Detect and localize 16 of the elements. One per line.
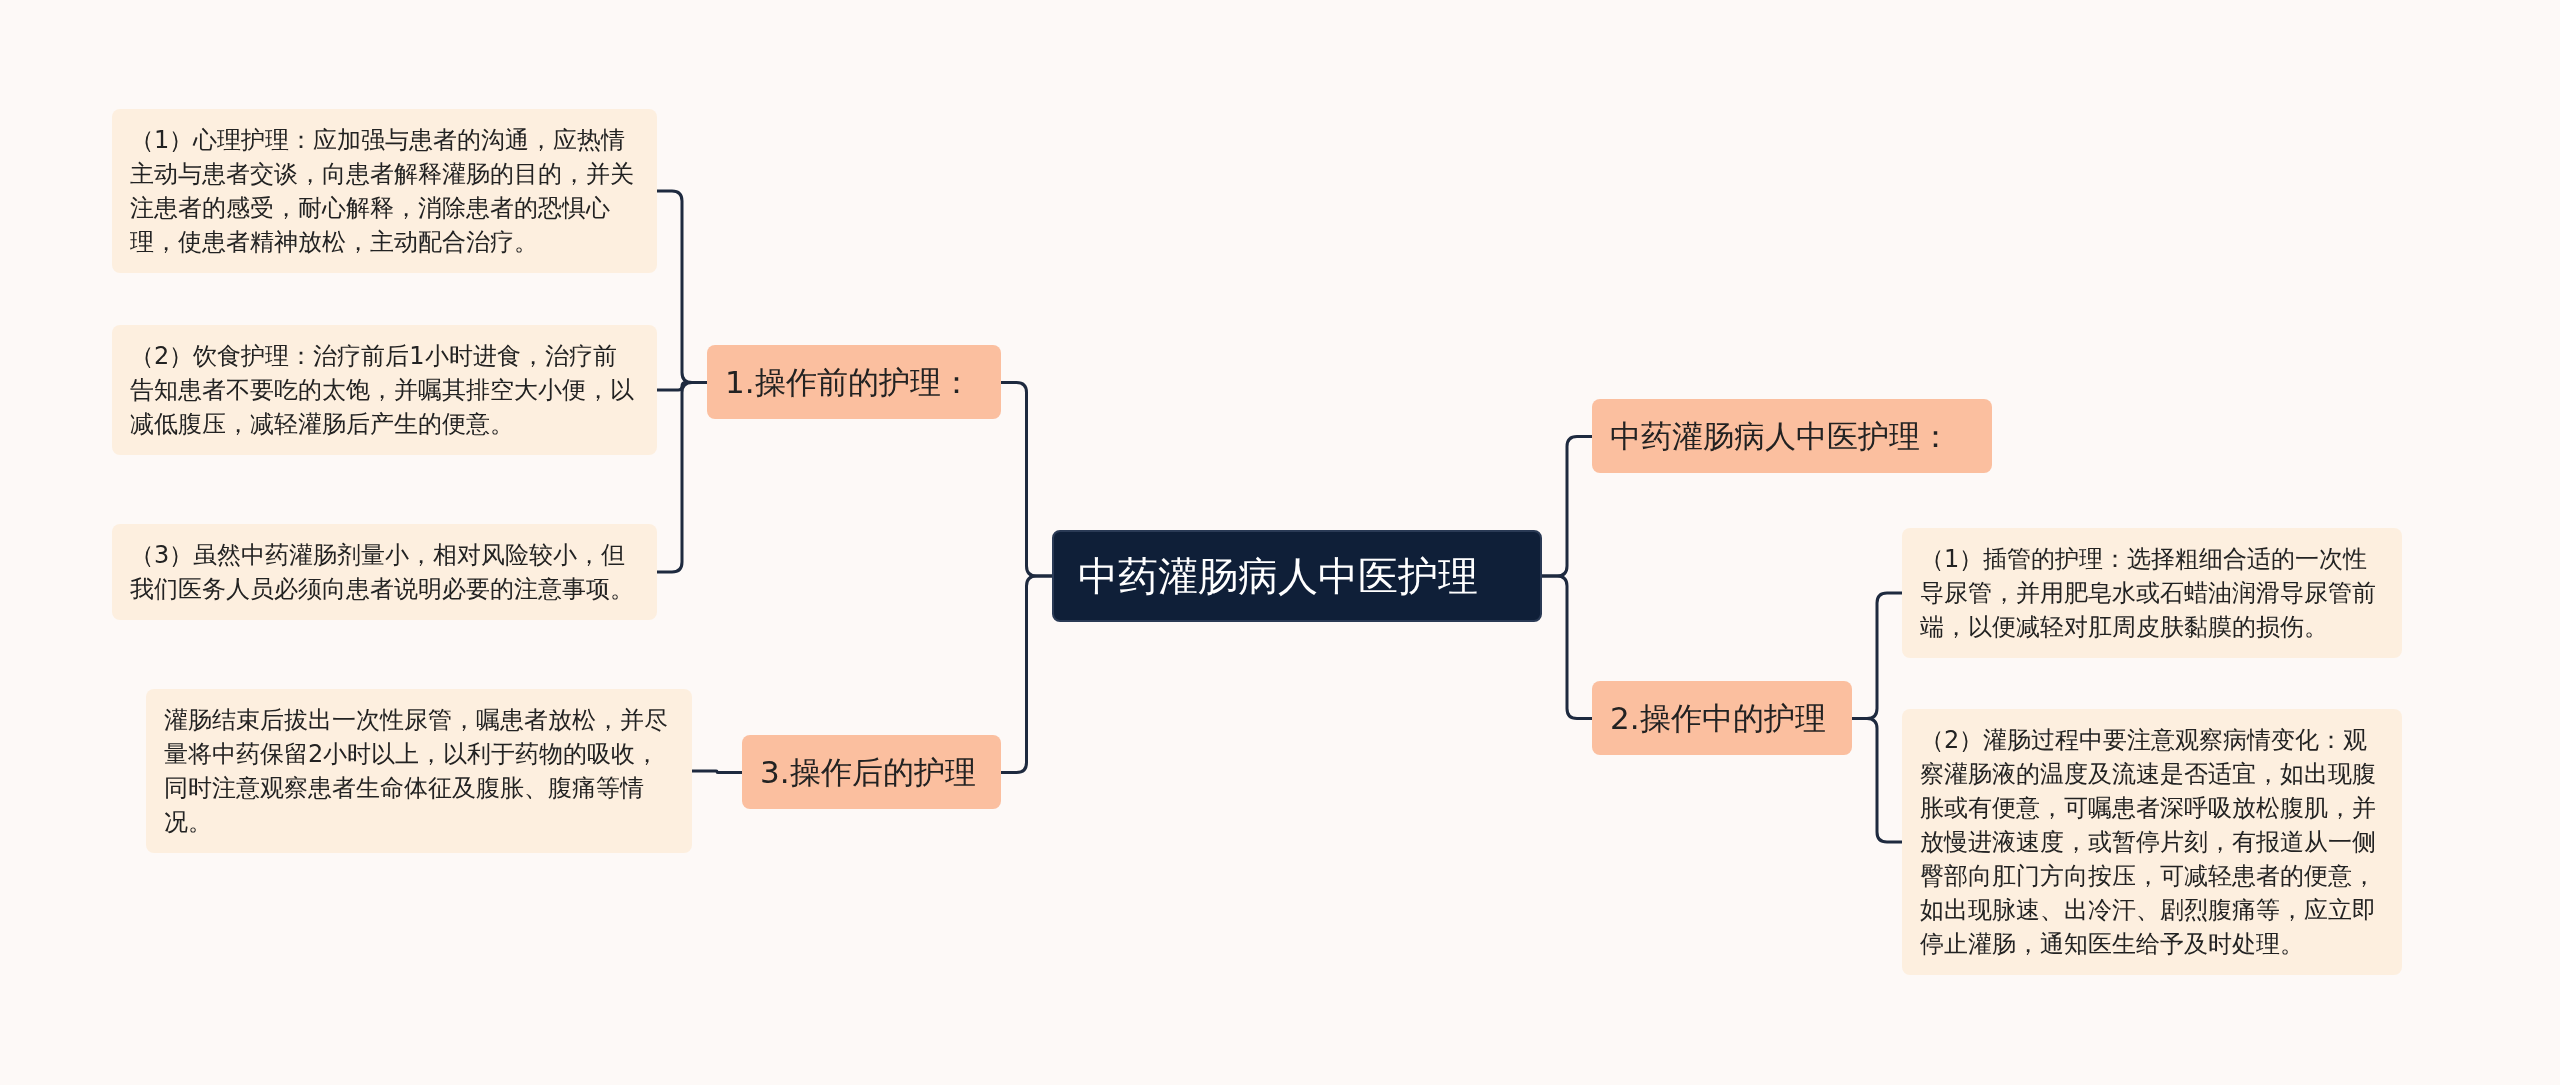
branch-topic-box: 3.操作后的护理 xyxy=(742,734,1001,809)
leaf-note-box: （1）心理护理：应加强与患者的沟通，应热情主动与患者交谈，向患者解释灌肠的目的，并关注患者的感受，耐心解释，消除患者的恐惧心理，使患者精神放松，主动配合治疗。 xyxy=(112,109,657,273)
leaf-note-box: （3）虽然中药灌肠剂量小，相对风险较小，但我们医务人员必须向患者说明必要的注意事项。 xyxy=(112,524,657,620)
connector-line xyxy=(1001,574,1052,774)
connector-line xyxy=(692,769,742,774)
branch-topic-box: 1.操作前的护理： xyxy=(707,344,1001,419)
connector-line xyxy=(1542,574,1592,720)
root-topic-box: 中药灌肠病人中医护理 xyxy=(1052,530,1542,622)
leaf-note-box: （1）插管的护理：选择粗细合适的一次性导尿管，并用肥皂水或石蜡油润滑导尿管前端，以便减轻对肛周皮肤黏膜的损伤。 xyxy=(1902,528,2402,658)
connector-line xyxy=(657,381,707,574)
branch-topic-box: 2.操作中的护理 xyxy=(1592,680,1852,755)
leaf-note-box: 灌肠结束后拔出一次性尿管，嘱患者放松，并尽量将中药保留2小时以上，以利于药物的吸收，同时注意观察患者生命体征及腹胀、腹痛等情况。 xyxy=(146,689,692,853)
connector-line xyxy=(1852,717,1902,844)
branch-topic-box: 中药灌肠病人中医护理： xyxy=(1592,398,1992,473)
leaf-note-box: （2）饮食护理：治疗前后1小时进食，治疗前告知患者不要吃的太饱，并嘱其排空大小便，以减低腹压，减轻灌肠后产生的便意。 xyxy=(112,325,657,455)
leaf-note-box: （2）灌肠过程中要注意观察病情变化：观察灌肠液的温度及流速是否适宜，如出现腹胀或有便意，可嘱患者深呼吸放松腹肌，并放慢进液速度，或暂停片刻，有报道从一侧臀部向肛门方向按压，可减轻患者的便意，如出现脉速、出冷汗、剧烈腹痛等，应立即停止灌肠，通知医生给予及时处理。 xyxy=(1902,709,2402,975)
